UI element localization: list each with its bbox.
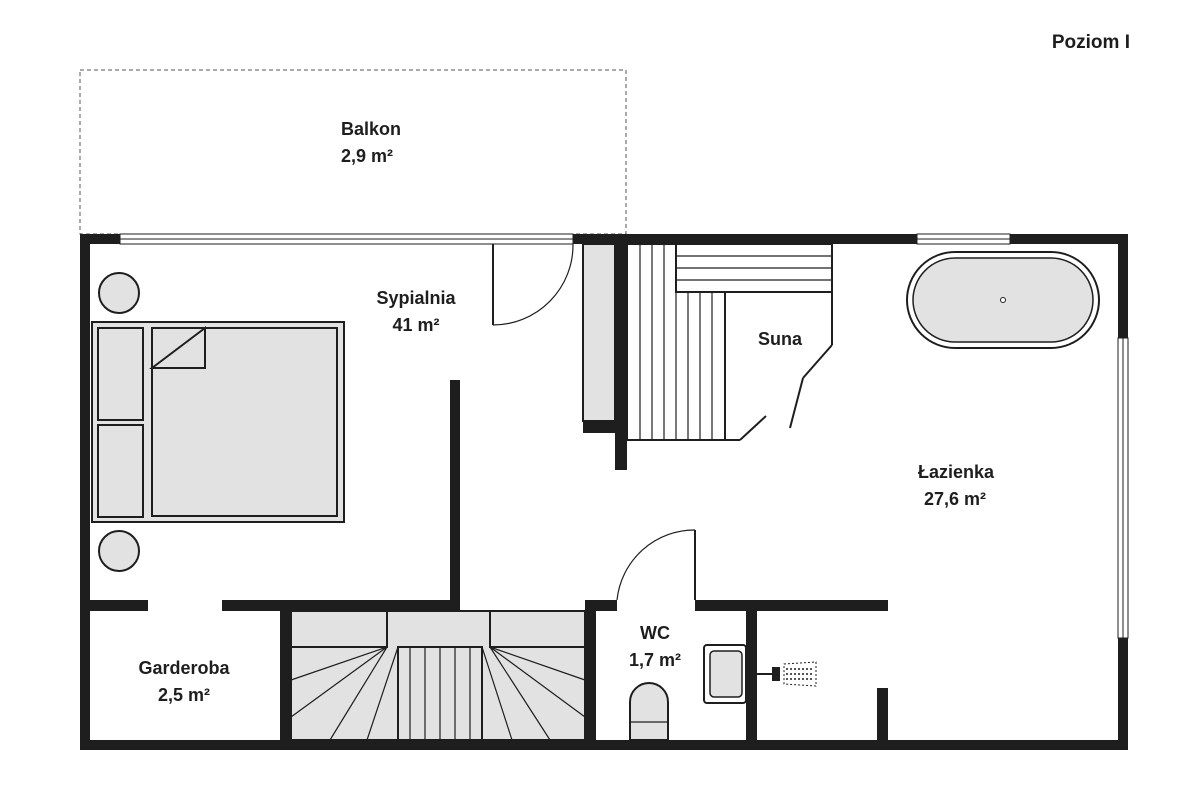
wardrobe-area: 2,5 m²	[158, 685, 210, 705]
nightstand-lamp-bottom	[98, 530, 140, 572]
windows	[119, 233, 1129, 639]
bed	[91, 321, 345, 523]
wc-area: 1,7 m²	[629, 650, 681, 670]
balcony-area: 2,9 m²	[341, 146, 393, 166]
sink	[703, 644, 747, 704]
shower-head-icon	[757, 661, 817, 687]
balcony-door	[492, 243, 574, 326]
label-wc: WC 1,7 m²	[629, 623, 681, 670]
bedroom-name: Sypialnia	[376, 288, 456, 308]
wardrobe-name: Garderoba	[138, 658, 230, 678]
toilet	[629, 682, 669, 741]
sauna-bench	[626, 243, 833, 441]
bathtub	[906, 251, 1100, 349]
walls	[80, 234, 1128, 750]
bedroom-area: 41 m²	[392, 315, 439, 335]
label-bathroom: Łazienka 27,6 m²	[918, 462, 995, 509]
label-wardrobe: Garderoba 2,5 m²	[138, 658, 230, 705]
bathroom-name: Łazienka	[918, 462, 995, 482]
level-title: Poziom I	[1052, 32, 1130, 53]
wc-name: WC	[640, 623, 670, 643]
sauna-name: Suna	[758, 329, 803, 349]
wc-door	[616, 529, 696, 601]
balcony-name: Balkon	[341, 119, 401, 139]
cabinet	[582, 243, 616, 422]
label-balcony: Balkon 2,9 m²	[341, 119, 401, 166]
stairs	[290, 610, 586, 741]
bathroom-area: 27,6 m²	[924, 489, 986, 509]
label-bedroom: Sypialnia 41 m²	[376, 288, 456, 335]
nightstand-lamp-top	[98, 272, 140, 314]
